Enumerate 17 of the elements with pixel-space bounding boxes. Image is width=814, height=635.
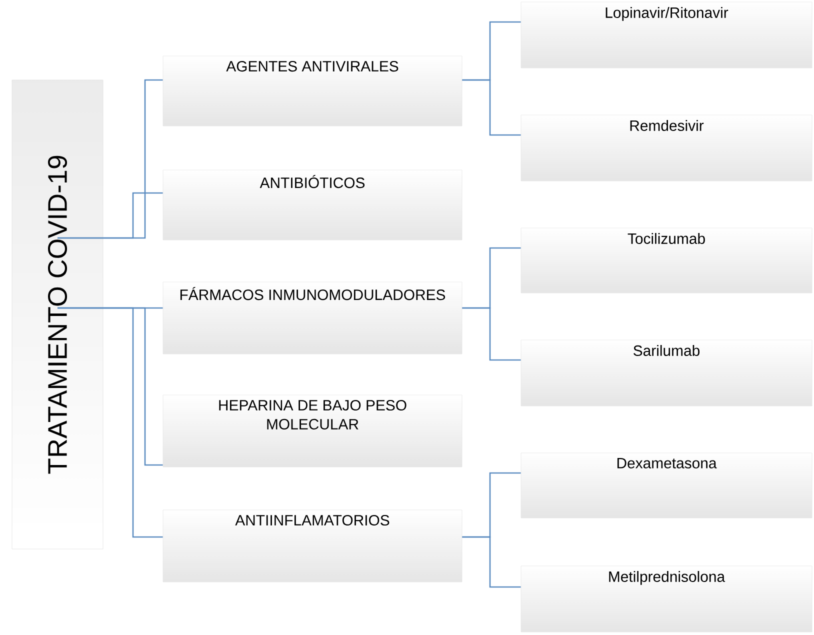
connector-line [58,307,163,538]
category-box: HEPARINA DE BAJO PESO MOLECULAR [162,394,462,468]
connector-line [462,79,521,136]
drug-box: Tocilizumab [520,228,812,294]
category-box: AGENTES ANTIVIRALES [162,56,462,126]
drug-box: Lopinavir/Ritonavir [520,2,812,68]
connector-line [462,307,521,361]
drug-box: Sarilumab [520,340,812,406]
root-box: TRATAMIENTO COVID-19 [12,80,104,550]
category-box: FÁRMACOS INMUNOMODULADORES [162,282,462,354]
drug-box: Metilprednisolona [520,566,812,632]
drug-box: Remdesivir [520,114,812,182]
connector-line [58,192,163,239]
connector-line [462,536,521,588]
drug-box: Dexametasona [520,452,812,518]
category-box: ANTIBIÓTICOS [162,170,462,240]
category-box: ANTIINFLAMATORIOS [162,510,462,582]
